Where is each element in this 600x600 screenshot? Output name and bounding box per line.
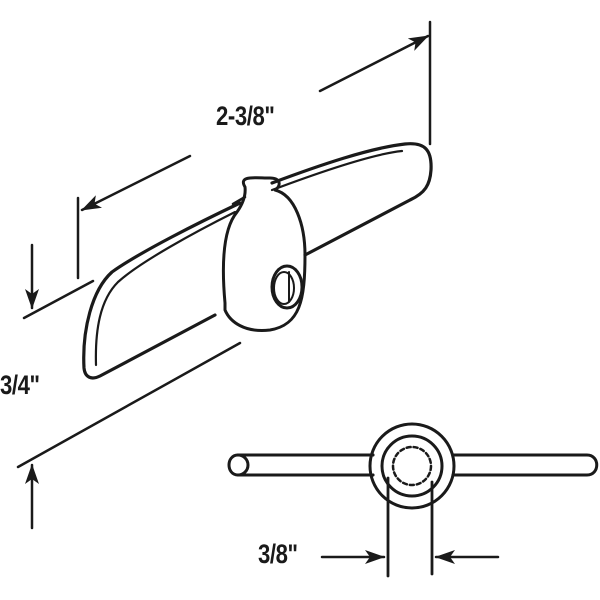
extension-line-bottom [16,341,242,469]
height-dimension [16,243,242,530]
set-screw-icon [270,264,304,310]
arrow-right-icon [318,34,430,93]
extension-line-top [22,279,95,320]
handle-top-view [227,422,599,578]
arrow-left-icon [80,154,192,212]
length-dimension [76,20,432,280]
handle-perspective [82,142,433,380]
length-label: 2-3/8" [216,101,275,131]
bore-label: 3/8" [258,539,298,569]
spline-bore-icon [391,445,433,487]
height-label: 3/4" [0,370,40,400]
